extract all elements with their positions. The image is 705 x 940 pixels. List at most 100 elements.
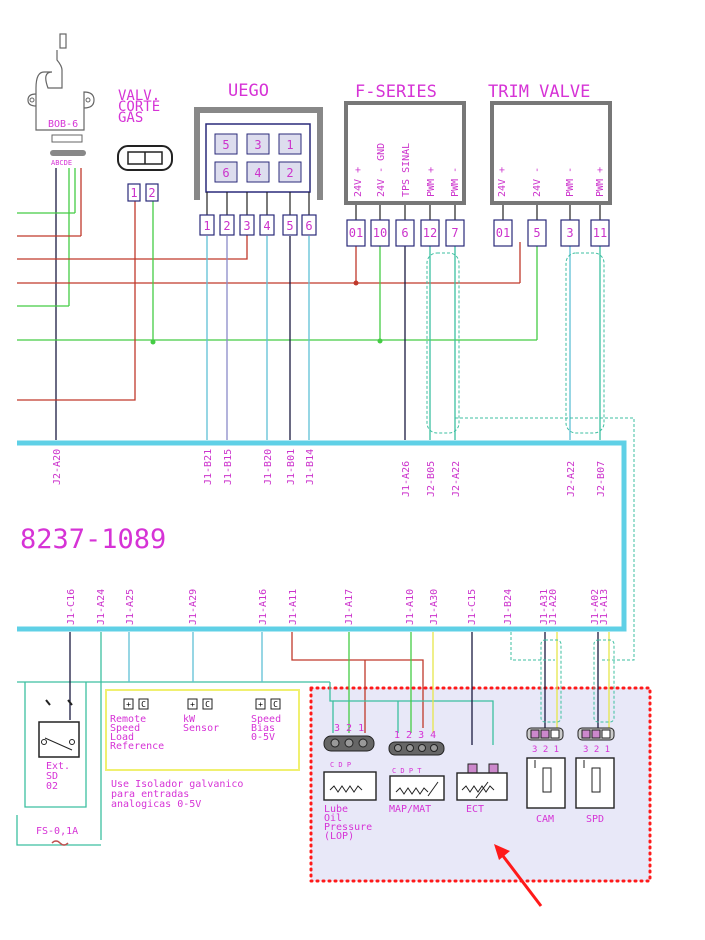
fuse: FS-0,1A <box>36 826 78 846</box>
uego-connector: UEGO 5 3 1 6 4 2 1 2 3 4 5 6 <box>194 81 323 236</box>
input-label-line: Remote <box>110 714 146 725</box>
sensor-pin-numbers: 3 2 1 <box>334 723 364 734</box>
pin-label: J1-A02 <box>590 589 601 625</box>
pin-label: J1-A16 <box>258 589 269 625</box>
trim-valve-pin: 01 <box>496 226 510 240</box>
sensor-label-line: ECT <box>466 804 484 815</box>
upper-wires <box>17 168 635 661</box>
sensor-terminals: C D P <box>330 761 351 769</box>
sensor-label-line: Oil <box>324 813 342 824</box>
trim-valve-pin: 11 <box>593 226 607 240</box>
pin-label: J1-A13 <box>599 589 610 625</box>
ext-shutdown-switch: Ext. SD 02 <box>38 699 80 792</box>
terminal-common: C <box>273 700 278 709</box>
f-series-pin: 10 <box>373 226 387 240</box>
ignition-coil: BOB-6 ABCDE <box>27 33 95 167</box>
isolation-note: Use Isolador galvanico para entradas ana… <box>111 779 243 810</box>
pin-label: J1-A30 <box>429 589 440 625</box>
trim-valve-signal: 24V + <box>497 167 508 197</box>
trim-valve-signal: PWM - <box>565 167 576 197</box>
uego-pin: 5 <box>286 219 293 233</box>
input-label-line: Speed <box>251 714 281 725</box>
analog-input-kw-sensor: + C kW Sensor <box>183 698 219 734</box>
uego-title: UEGO <box>228 81 269 101</box>
coil-label: BOB-6 <box>48 119 78 130</box>
uego-pin: 2 <box>223 219 230 233</box>
valve-pin: 2 <box>148 186 155 200</box>
module-bottom-pins: J1-C16 J1-A24 J1-A25 J1-A29 J1-A16 J1-A1… <box>66 589 610 625</box>
sensor-spd: 3 2 1 SPD <box>575 727 615 825</box>
pin-label: J1-B21 <box>203 449 214 485</box>
trim-valve-pin: 5 <box>533 226 540 240</box>
trim-valve-connector: TRIM VALVE 24V + 24V - PWM - PWM + 01 5 … <box>488 82 612 247</box>
f-series-pin: 6 <box>401 226 408 240</box>
f-series-title: F-SERIES <box>355 82 437 102</box>
uego-pins: 1 2 3 4 5 6 <box>199 214 317 236</box>
sensor-label-line: SPD <box>586 814 604 825</box>
sensor-label-line: CAM <box>536 814 554 825</box>
input-label-line: Bias <box>251 723 275 734</box>
pin-label: J2-B07 <box>596 461 607 497</box>
valve-pin: 1 <box>130 186 137 200</box>
pin-label: J1-A31 <box>539 589 550 625</box>
input-label-line: Sensor <box>183 723 219 734</box>
valve-title-line: VALV. <box>118 88 160 104</box>
f-series-pin: 7 <box>451 226 458 240</box>
lower-wires <box>16 632 615 846</box>
trim-valve-signal: PWM + <box>595 167 606 197</box>
valve-title-line: GAS <box>118 110 143 126</box>
pin-label: J1-A20 <box>548 589 559 625</box>
trim-valve-title: TRIM VALVE <box>488 82 590 102</box>
fuse-label: FS-0,1A <box>36 826 78 837</box>
pin-label: J1-C16 <box>66 589 77 625</box>
pin-label: J2-A22 <box>451 461 462 497</box>
note-line: Use Isolador galvanico <box>111 779 243 790</box>
f-series-signal: 24V - GND <box>376 143 387 197</box>
pin-label: J1-A29 <box>188 589 199 625</box>
pin-label: J1-B01 <box>286 449 297 485</box>
input-label-line: Load <box>110 732 134 743</box>
f-series-signal: PWM - <box>450 167 461 197</box>
f-series-pin: 12 <box>423 226 437 240</box>
analog-input-speed-bias: + C Speed Bias 0-5V <box>251 698 281 743</box>
pin-label: J2-A22 <box>566 461 577 497</box>
uego-pin: 4 <box>263 219 270 233</box>
pin-label: J1-A10 <box>405 589 416 625</box>
pin-label: J1-B20 <box>263 449 274 485</box>
analog-input-remote-speed: + C Remote Speed Load Reference <box>110 698 164 752</box>
module-part-number: 8237-1089 <box>20 524 166 555</box>
pin-label: J1-A17 <box>344 589 355 625</box>
note-line: analogicas 0-5V <box>111 799 201 810</box>
uego-pin: 6 <box>305 219 312 233</box>
input-label-line: Speed <box>110 723 140 734</box>
trim-valve-signal: 24V - <box>532 167 543 197</box>
f-series-pin: 01 <box>349 226 363 240</box>
pin-label: J2-A20 <box>52 449 63 485</box>
input-label-line: kW <box>183 714 196 725</box>
valve-title-line: CORTE <box>118 99 160 115</box>
switch-label-line: SD <box>46 771 58 782</box>
sensor-label-line: Pressure <box>324 822 372 833</box>
input-label-line: Reference <box>110 741 164 752</box>
pin-label: J2-B05 <box>426 461 437 497</box>
input-label-line: 0-5V <box>251 732 275 743</box>
sensor-label-line: (LOP) <box>324 831 354 842</box>
f-series-signal: TPS SINAL <box>401 143 412 197</box>
terminal-plus: + <box>190 700 195 709</box>
analog-inputs-box: + C Remote Speed Load Reference + C kW S… <box>105 689 300 771</box>
coil-pin-letters: ABCDE <box>51 159 72 167</box>
pin-label: J1-A24 <box>96 589 107 625</box>
f-series-connector: F-SERIES 24V + 24V - GND TPS SINAL PWM +… <box>344 82 466 247</box>
pin-label: J1-A11 <box>288 589 299 625</box>
sensor-label-line: MAP/MAT <box>389 804 431 815</box>
uego-cavity-label: 2 <box>286 166 293 180</box>
sensor-terminals: C D P T <box>392 767 422 775</box>
uego-cavities: 5 3 1 6 4 2 <box>214 133 302 183</box>
terminal-plus: + <box>258 700 263 709</box>
pin-label: J1-A25 <box>125 589 136 625</box>
f-series-signal: 24V + <box>353 167 364 197</box>
sensor-cam: 3 2 1 CAM <box>526 727 566 825</box>
sensor-pin-numbers: 3 2 1 <box>532 745 559 755</box>
note-line: para entradas <box>111 789 189 800</box>
